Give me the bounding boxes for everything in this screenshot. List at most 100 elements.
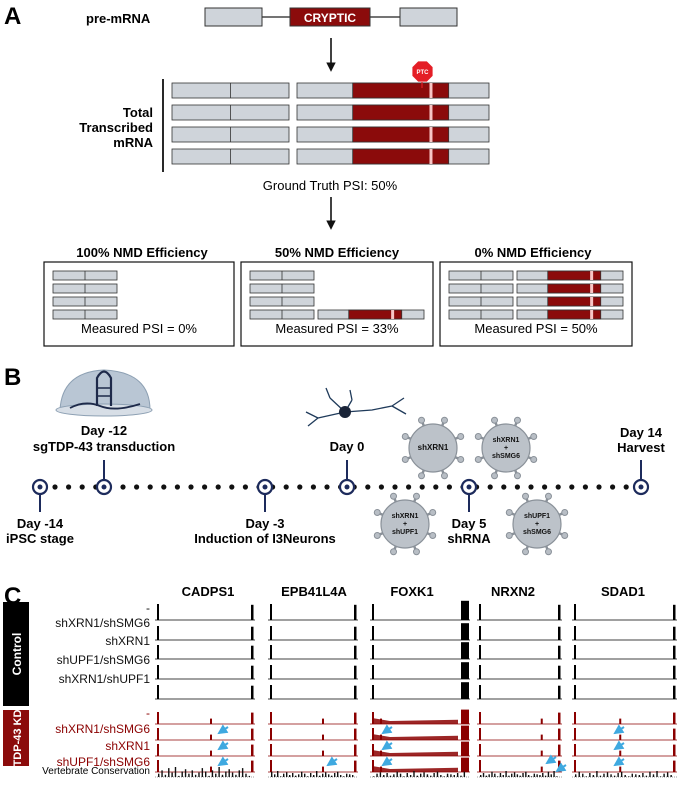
virus-label: shSMG6 — [492, 453, 520, 460]
conservation-bar — [488, 774, 490, 777]
virus-spike-tip — [491, 416, 499, 424]
coverage-peak — [479, 645, 481, 659]
conservation-bar — [527, 775, 530, 777]
cryptic-arrow-icon — [326, 756, 338, 767]
coverage-peak — [558, 728, 561, 740]
conservation-bar — [205, 771, 207, 777]
event-day-minus-12: Day -12 — [81, 423, 127, 438]
virus-icon: shXRN1+shSMG6 — [474, 416, 538, 480]
nmd-box-2-title: 50% NMD Efficiency — [275, 245, 400, 260]
conservation-bar — [274, 774, 276, 777]
conservation-bar — [399, 773, 402, 777]
timeline-dot — [501, 484, 507, 490]
conservation-bar — [235, 774, 237, 777]
conservation-bar — [393, 774, 395, 777]
virus-body — [380, 499, 430, 549]
conservation-bar — [340, 775, 342, 777]
conservation-bar — [191, 770, 193, 777]
conservation-bar — [221, 774, 224, 777]
kd-row-label: shXRN1/shSMG6 — [55, 722, 150, 736]
coverage-peak — [461, 757, 469, 772]
timeline-dot — [242, 484, 248, 490]
coverage-peak — [574, 604, 576, 620]
coverage-peak — [558, 712, 561, 724]
virus-spike-tip — [530, 455, 538, 463]
cryptic-exon — [352, 126, 450, 143]
virus-body — [408, 423, 458, 473]
cryptic-peak — [540, 750, 543, 756]
conservation-bar — [542, 773, 544, 777]
virus-spike-tip — [457, 455, 465, 463]
virus-label: + — [403, 521, 407, 528]
timeline-dot — [283, 484, 289, 490]
conservation-bar — [575, 774, 577, 777]
virus-spike-tip — [390, 492, 398, 500]
virus-spike-tip — [429, 509, 437, 517]
conservation-bar — [406, 773, 408, 777]
ptc-mark — [429, 105, 433, 120]
timeline-dot — [596, 484, 602, 490]
timeline-dot — [229, 484, 235, 490]
cryptic-peak — [619, 750, 622, 756]
coverage-peak — [574, 728, 576, 740]
conservation-bar — [666, 772, 669, 777]
conservation-bar — [328, 774, 330, 777]
conservation-bar — [482, 773, 485, 777]
virus-spike-tip — [401, 455, 409, 463]
ptc-mark — [429, 83, 433, 98]
conservation-bar — [184, 769, 187, 777]
coverage-peak — [270, 645, 272, 659]
coverage-peak — [251, 728, 254, 740]
conservation-bar — [617, 773, 619, 777]
timeline-dot — [134, 484, 140, 490]
timeline-dot — [147, 484, 153, 490]
timeline-marker-center — [344, 484, 350, 490]
coverage-peak — [270, 712, 272, 724]
conservation-bar — [174, 767, 177, 777]
timeline-dot — [120, 484, 126, 490]
cryptic-peak — [540, 766, 543, 772]
virus-spike-tip — [474, 433, 482, 441]
conservation-bar — [168, 768, 170, 777]
transduction-cell-icon — [55, 369, 153, 417]
ptc-mark — [429, 127, 433, 142]
coverage-peak — [270, 728, 272, 740]
event-desc-14: Harvest — [617, 440, 665, 455]
nmd-box-3 — [439, 261, 633, 347]
conservation-bar — [383, 775, 385, 777]
conservation-bar — [508, 775, 510, 777]
conservation-bar — [642, 773, 644, 777]
cryptic-exon — [348, 309, 403, 320]
conservation-bar — [606, 772, 609, 777]
conservation-bar — [547, 771, 550, 777]
coverage-peak — [270, 685, 272, 699]
coverage-peak — [372, 744, 374, 756]
premrna-cryptic-exon — [289, 7, 371, 27]
conservation-track — [155, 767, 677, 778]
coverage-peak — [251, 744, 254, 756]
conservation-bar — [334, 773, 336, 777]
conservation-bar — [631, 773, 633, 777]
timeline-dot — [324, 484, 330, 490]
conservation-bar — [582, 773, 584, 777]
kd-row-label: shUPF1/shSMG6 — [57, 755, 151, 769]
kd-row-label: - — [146, 706, 150, 720]
conservation-bar — [211, 770, 214, 777]
cryptic-exon — [547, 309, 602, 320]
virus-spike-tip — [561, 531, 569, 539]
conservation-bar — [624, 775, 626, 777]
coverage-peak — [354, 728, 357, 740]
ptc-mark — [590, 284, 594, 293]
coverage-peak — [354, 604, 357, 620]
conservation-bar — [525, 771, 527, 777]
cryptic-peak — [619, 734, 622, 740]
conservation-bar — [585, 776, 588, 777]
conservation-bar — [456, 773, 459, 777]
conservation-bar — [480, 775, 482, 777]
conservation-bar — [373, 776, 375, 777]
conservation-bar — [635, 774, 637, 777]
conservation-bar — [494, 773, 496, 777]
nmd-box-1 — [43, 261, 235, 347]
coverage-peak — [461, 642, 469, 659]
panel-a: A pre-mRNA CRYPTIC Total Transcribed mRN… — [4, 3, 633, 347]
